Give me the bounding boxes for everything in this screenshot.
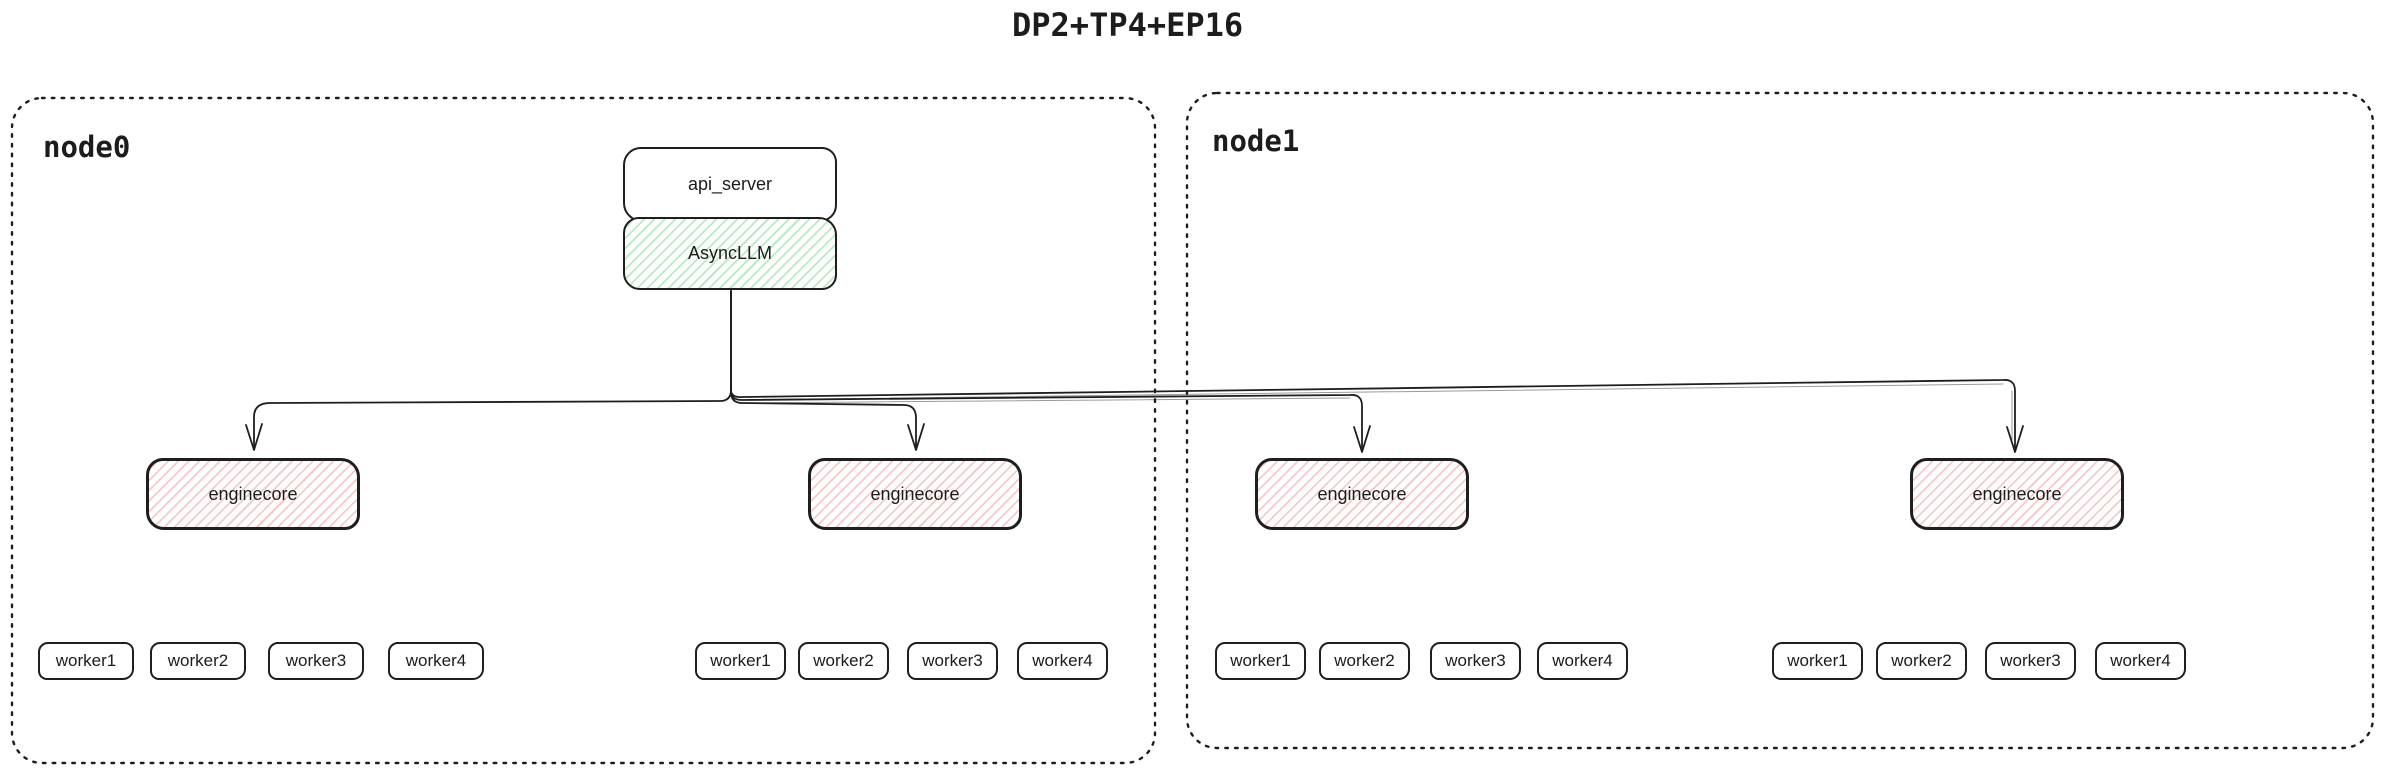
arrow-asyncllm-to-enginecore-3 (730, 290, 1371, 453)
api-server-box: api_server (623, 147, 837, 222)
worker-label: worker2 (1334, 651, 1395, 670)
worker-label: worker2 (813, 651, 874, 670)
worker-box: worker2 (798, 642, 889, 680)
worker-box: worker3 (1985, 642, 2076, 680)
worker-box: worker4 (388, 642, 484, 680)
worker-box: worker3 (907, 642, 998, 680)
worker-box: worker3 (1430, 642, 1521, 680)
enginecore-label: enginecore (870, 483, 960, 504)
asyncllm-box: AsyncLLM (623, 217, 837, 290)
worker-label: worker1 (55, 651, 117, 670)
worker-box: worker2 (1319, 642, 1410, 680)
worker-label: worker1 (1230, 651, 1291, 670)
asyncllm-label: AsyncLLM (687, 243, 773, 263)
arrow-asyncllm-to-enginecore-1 (245, 290, 732, 451)
worker-label: worker4 (405, 651, 467, 670)
worker-label: worker2 (167, 651, 229, 670)
worker-label: worker1 (1787, 651, 1848, 670)
worker-box: worker1 (1215, 642, 1306, 680)
worker-label: worker2 (1891, 651, 1952, 670)
worker-label: worker4 (2110, 651, 2171, 670)
worker-label: worker3 (1445, 651, 1506, 670)
enginecore-box-2: enginecore (808, 458, 1022, 530)
worker-label: worker3 (285, 651, 347, 670)
enginecore-box-4: enginecore (1910, 458, 2124, 530)
enginecore-box-3: enginecore (1255, 458, 1469, 530)
node0-label: node0 (43, 130, 131, 164)
api-server-label: api_server (687, 174, 773, 194)
worker-label: worker4 (1032, 651, 1093, 670)
node1-label: node1 (1212, 124, 1300, 158)
worker-box: worker4 (1537, 642, 1628, 680)
worker-label: worker4 (1552, 651, 1613, 670)
worker-box: worker1 (38, 642, 134, 680)
worker-box: worker2 (150, 642, 246, 680)
worker-box: worker4 (1017, 642, 1108, 680)
arrow-asyncllm-to-enginecore-2 (730, 290, 925, 451)
worker-box: worker1 (695, 642, 786, 680)
worker-box: worker1 (1772, 642, 1863, 680)
worker-box: worker2 (1876, 642, 1967, 680)
node0-border (10, 96, 1157, 765)
arrow-asyncllm-to-enginecore-4 (730, 290, 2024, 453)
node1-border (1185, 91, 2375, 750)
enginecore-box-1: enginecore (146, 458, 360, 530)
enginecore-label: enginecore (208, 483, 298, 504)
worker-label: worker3 (2000, 651, 2061, 670)
worker-label: worker1 (710, 651, 771, 670)
diagram-title: DP2+TP4+EP16 (1012, 6, 1244, 44)
enginecore-label: enginecore (1317, 483, 1407, 504)
worker-box: worker4 (2095, 642, 2186, 680)
worker-box: worker3 (268, 642, 364, 680)
worker-label: worker3 (922, 651, 983, 670)
enginecore-label: enginecore (1972, 483, 2062, 504)
